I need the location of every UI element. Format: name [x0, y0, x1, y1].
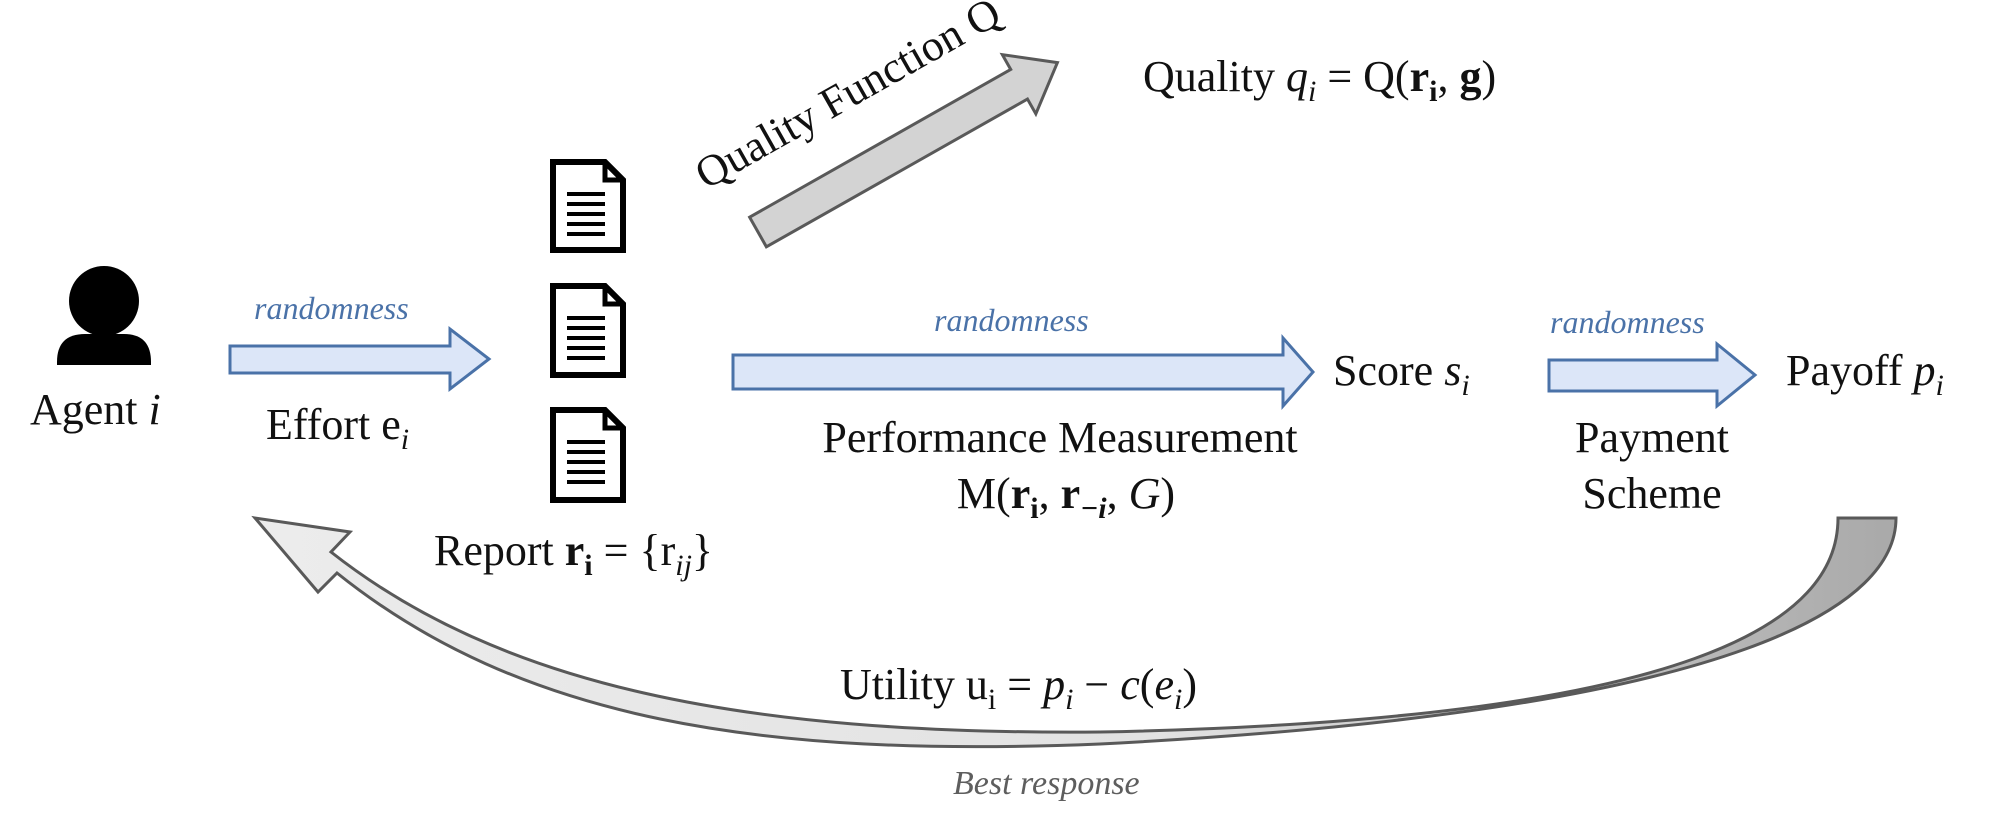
- payoff-label: Payoff pi: [1786, 346, 1944, 402]
- measurement-label: Performance Measurement: [822, 413, 1297, 462]
- effort-arrow: [228, 325, 492, 393]
- score-label: Score si: [1333, 346, 1470, 402]
- agent-person-icon: [57, 266, 151, 365]
- effort-label: Effort ei: [266, 400, 409, 456]
- payment-randomness-label: randomness: [1550, 304, 1705, 340]
- report-document-icon-2: [550, 283, 626, 378]
- payment-label-line2: Scheme: [1582, 469, 1721, 518]
- measurement-formula: M(ri, r−i, G): [957, 469, 1175, 525]
- payment-label-line1: Payment: [1575, 413, 1729, 462]
- effort-randomness-label: randomness: [254, 290, 409, 326]
- report-document-icon-1: [550, 159, 626, 253]
- report-label: Report ri = {rij}: [434, 526, 713, 582]
- quality-label: Quality qi = Q(ri, g): [1143, 52, 1496, 108]
- utility-label: Utility ui = pi − c(ei): [840, 660, 1197, 716]
- measurement-arrow: [731, 334, 1316, 410]
- best-response-arrow: [251, 515, 1898, 749]
- best-response-label: Best response: [953, 765, 1140, 802]
- report-document-icon-3: [550, 407, 626, 503]
- agent-label: Agent i: [30, 385, 161, 434]
- quality-function-arrow: [747, 52, 1060, 249]
- measurement-randomness-label: randomness: [934, 302, 1089, 338]
- payment-arrow: [1547, 340, 1758, 410]
